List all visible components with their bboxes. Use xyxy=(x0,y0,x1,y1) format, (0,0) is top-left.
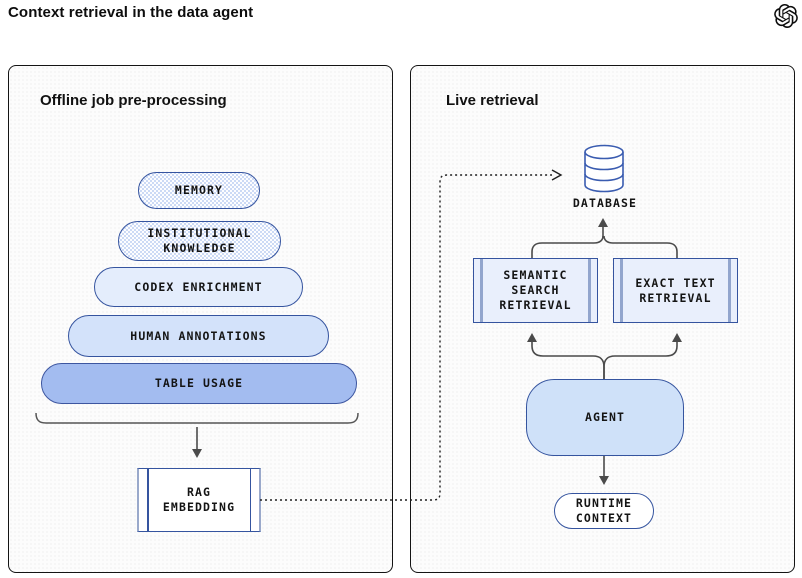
database-label: DATABASE xyxy=(572,196,638,210)
pyramid-codex-enrichment: CODEX ENRICHMENT xyxy=(94,267,303,307)
institutional-knowledge-label: INSTITUTIONAL KNOWLEDGE xyxy=(147,226,252,255)
agent-node: AGENT xyxy=(526,379,684,456)
live-panel-title: Live retrieval xyxy=(446,92,539,109)
memory-label: MEMORY xyxy=(174,183,224,197)
codex-enrichment-label: CODEX ENRICHMENT xyxy=(134,279,263,294)
runtime-context-node: RUNTIME CONTEXT xyxy=(554,493,654,529)
exact-text-retrieval-label: EXACT TEXT RETRIEVAL xyxy=(635,275,716,305)
runtime-context-label: RUNTIME CONTEXT xyxy=(575,496,633,525)
human-annotations-label: HUMAN ANNOTATIONS xyxy=(130,328,267,343)
pyramid-memory: MEMORY xyxy=(138,172,260,209)
semantic-search-retrieval-node: SEMANTIC SEARCH RETRIEVAL xyxy=(473,258,598,323)
agent-label: AGENT xyxy=(584,410,626,424)
offline-panel: Offline job pre-processing MEMORY INSTIT… xyxy=(8,65,393,573)
table-usage-label: TABLE USAGE xyxy=(154,376,244,390)
rag-embedding-node: RAG EMBEDDING xyxy=(137,468,261,532)
pyramid-table-usage: TABLE USAGE xyxy=(41,363,357,404)
rag-embedding-label: RAG EMBEDDING xyxy=(162,485,236,514)
semantic-search-retrieval-label: SEMANTIC SEARCH RETRIEVAL xyxy=(499,268,572,312)
openai-logo-icon xyxy=(774,4,798,28)
exact-text-retrieval-node: EXACT TEXT RETRIEVAL xyxy=(613,258,738,323)
live-retrieval-panel: Live retrieval DATABASE SEMANTIC SEARCH … xyxy=(410,65,795,573)
offline-panel-title: Offline job pre-processing xyxy=(40,92,227,109)
pyramid-human-annotations: HUMAN ANNOTATIONS xyxy=(68,315,329,357)
pyramid-institutional-knowledge: INSTITUTIONAL KNOWLEDGE xyxy=(118,221,281,261)
page-title: Context retrieval in the data agent xyxy=(8,4,254,21)
